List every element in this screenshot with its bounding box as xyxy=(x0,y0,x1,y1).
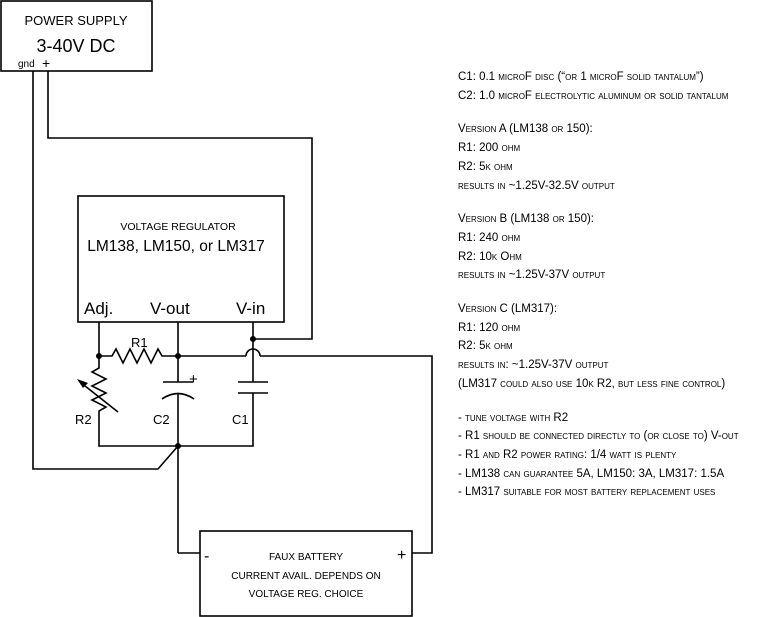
plus-label: + xyxy=(42,55,50,71)
power-supply-voltage: 3-40V DC xyxy=(36,36,115,56)
pin-vin-label: V-in xyxy=(236,299,265,318)
notes-panel: C1: 0.1 microF disc (“or 1 microF solid … xyxy=(458,68,774,502)
tip-4: - LM138 can guarantee 5A, LM150: 3A, LM3… xyxy=(458,467,725,480)
tip-2: - R1 should be connected directly to (or… xyxy=(458,430,739,443)
version-c-result: results in: ~1.25V-37V output xyxy=(458,359,609,372)
junction-adj xyxy=(96,353,102,359)
power-supply-title: POWER SUPPLY xyxy=(24,13,127,28)
note-c2: C2: 1.0 microF electrolytic aluminum or … xyxy=(458,89,729,102)
regulator-box xyxy=(77,195,285,323)
wire-supply-plus xyxy=(47,71,313,340)
regulator-title: VOLTAGE REGULATOR xyxy=(120,221,236,233)
tip-3: - R1 and R2 power rating: 1/4 watt is pl… xyxy=(458,448,677,461)
r2-wiper-arrow-line xyxy=(79,381,119,413)
gnd-label: gnd xyxy=(18,59,35,70)
battery-minus: - xyxy=(204,548,209,565)
regulator-models: LM138, LM150, or LM317 xyxy=(87,238,265,255)
version-a-r1: R1: 200 ohm xyxy=(458,142,521,155)
battery-line2: CURRENT AVAIL. DEPENDS ON xyxy=(231,571,380,582)
r1-label: R1 xyxy=(131,335,148,350)
wire-supply-gnd xyxy=(32,71,179,470)
version-c-r1: R1: 120 ohm xyxy=(458,321,521,334)
power-supply-box xyxy=(0,0,153,72)
r1-resistor xyxy=(99,347,178,365)
version-b-title: Version B (LM138 or 150): xyxy=(458,213,594,226)
c2-label: C2 xyxy=(153,412,170,427)
version-b-r2: R2: 10k Ohm xyxy=(458,250,522,263)
c2-polarity: + xyxy=(189,371,198,388)
tip-1: - tune voltage with R2 xyxy=(458,411,569,424)
version-b-r1: R1: 240 ohm xyxy=(458,231,521,244)
version-c-r2: R2: 5k ohm xyxy=(458,340,513,353)
version-c-title: Version C (LM317): xyxy=(458,303,558,316)
c1-label: C1 xyxy=(232,412,249,427)
version-a-title: Version A (LM138 or 150): xyxy=(458,123,593,136)
r2-label: R2 xyxy=(75,412,92,427)
wire-vout-rail-2 xyxy=(260,355,433,554)
battery-plus: + xyxy=(397,547,406,564)
circuit-schematic: POWER SUPPLY 3-40V DC gnd + VOLTAGE REGU… xyxy=(0,0,433,617)
junction-gnd xyxy=(175,443,181,449)
wire-c1-down xyxy=(178,393,254,447)
version-a-r2: R2: 5k ohm xyxy=(458,160,513,173)
tip-5: - LM317 suitable for most battery replac… xyxy=(458,486,716,499)
pin-adj-label: Adj. xyxy=(84,299,113,318)
version-b-result: results in ~1.25V-37V output xyxy=(458,269,606,282)
r2-wiper-arrowhead xyxy=(77,379,88,388)
battery-line3: VOLTAGE REG. CHOICE xyxy=(249,589,364,600)
junction-vin xyxy=(250,336,256,342)
note-c1: C1: 0.1 microF disc (“or 1 microF solid … xyxy=(458,71,704,83)
r2-resistor xyxy=(90,356,178,447)
pin-vout-label: V-out xyxy=(150,299,190,318)
battery-line1: FAUX BATTERY xyxy=(269,552,343,563)
version-a-result: results in ~1.25V-32.5V output xyxy=(458,179,615,192)
junction-vout xyxy=(175,353,181,359)
battery-box xyxy=(199,530,413,617)
version-c-note: (LM317 could also use 10k R2, but less f… xyxy=(458,377,726,390)
